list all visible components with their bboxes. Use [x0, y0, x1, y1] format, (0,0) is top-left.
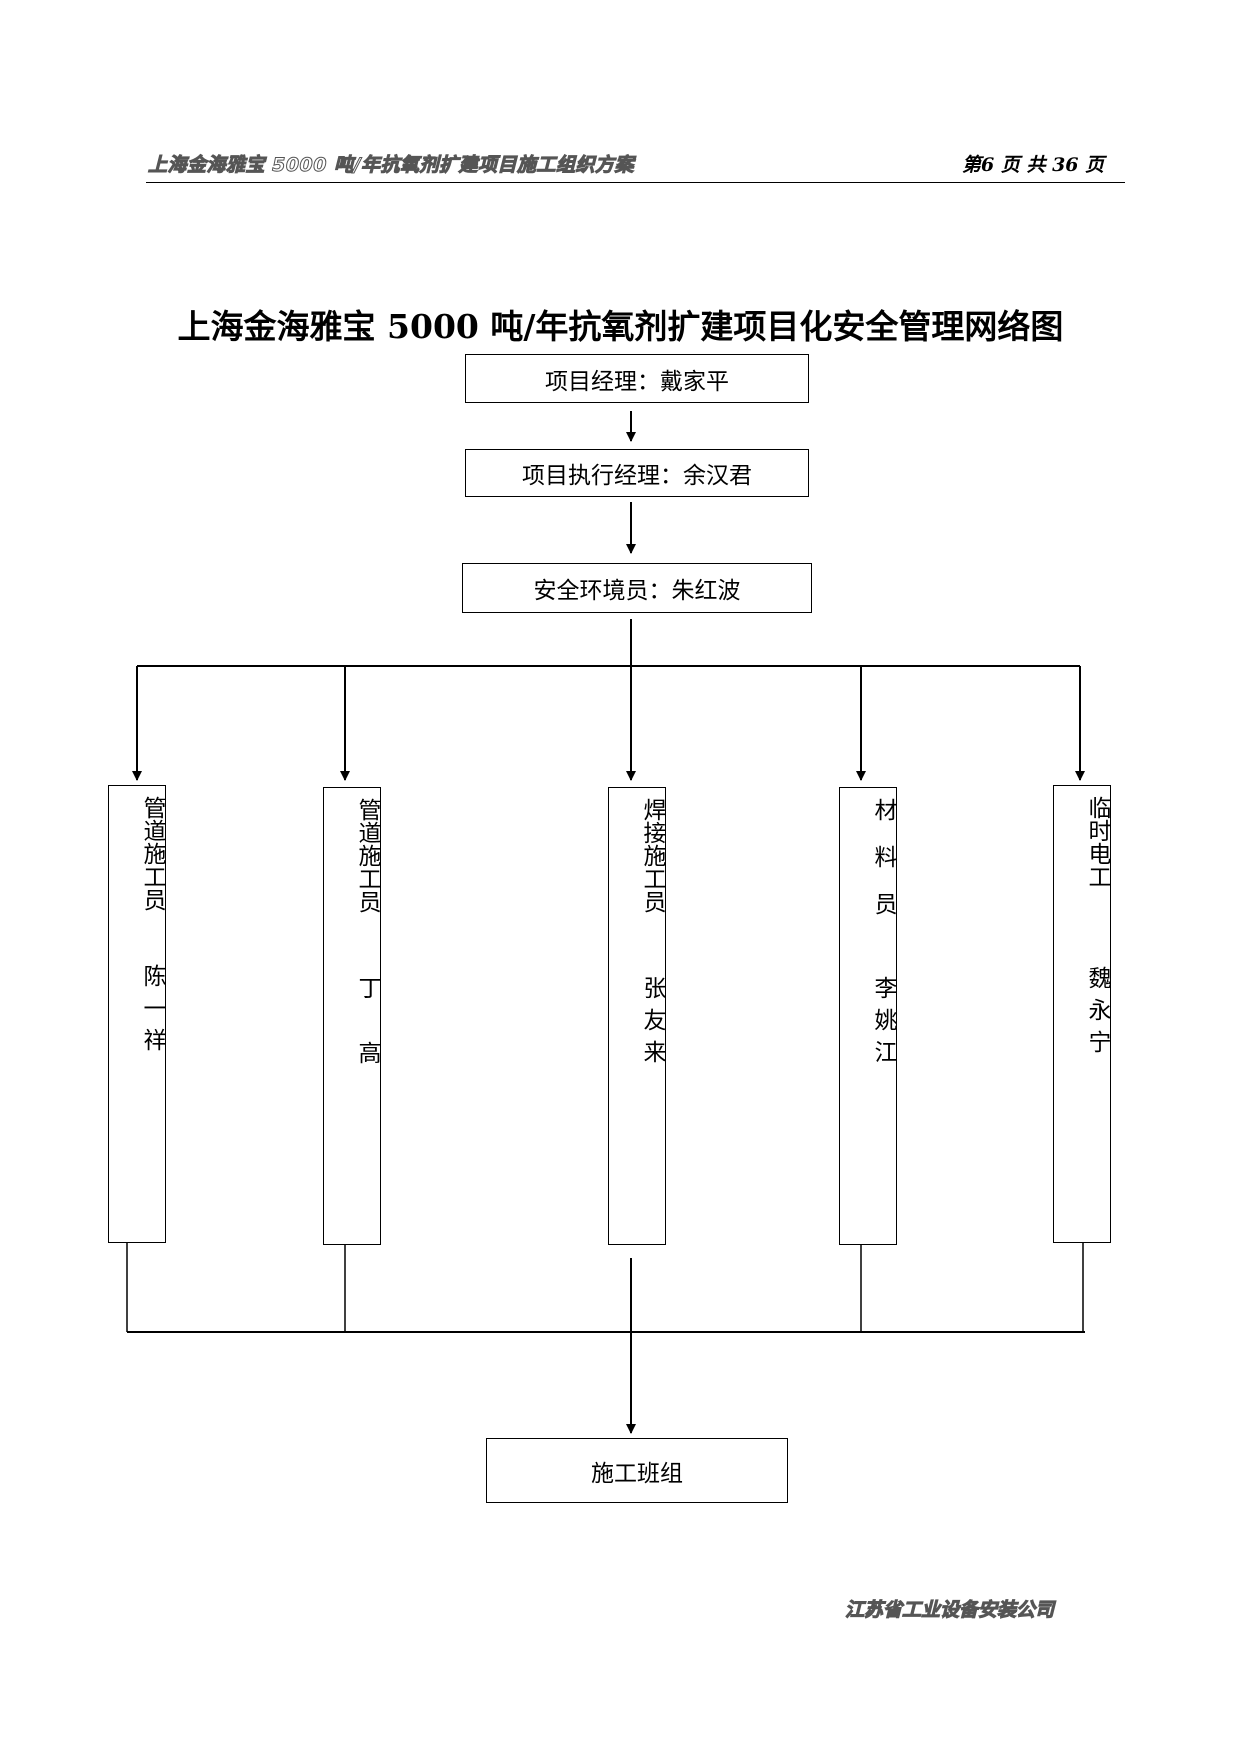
construction-team-label: 施工班组 [591, 1460, 683, 1487]
construction-team-box: 施工班组 [486, 1438, 788, 1503]
role-title: 管道施工员 [354, 798, 380, 913]
role-person-name: 张友来 [639, 976, 665, 1072]
header-document-title: 上海金海雅宝 5000 吨/年抗氧剂扩建项目施工组织方案 [147, 154, 635, 177]
role-box-3: 焊接施工员 张友来 [608, 787, 666, 1245]
diagram-title: 上海金海雅宝 5000 吨/年抗氧剂扩建项目化安全管理网络图 [177, 307, 1064, 346]
role-box-2: 管道施工员 丁高 [323, 787, 381, 1245]
role-person-name: 魏永宁 [1084, 966, 1110, 1062]
role-title: 焊接施工员 [639, 798, 665, 913]
header-divider [146, 182, 1125, 183]
role-box-1: 管道施工员 陈一祥 [108, 785, 166, 1243]
executive-manager-box: 项目执行经理：余汉君 [465, 449, 809, 497]
role-title: 管道施工员 [139, 796, 165, 911]
role-person-name: 李姚江 [870, 976, 896, 1072]
role-person-name: 陈一祥 [139, 964, 165, 1060]
safety-officer-box: 安全环境员：朱红波 [462, 563, 812, 613]
role-person-name: 丁高 [354, 976, 380, 1106]
project-manager-box: 项目经理：戴家平 [465, 354, 809, 403]
role-title: 材料员 [870, 798, 896, 939]
role-box-5: 临时电工 魏永宁 [1053, 785, 1111, 1243]
role-title: 临时电工 [1084, 796, 1110, 888]
project-manager-label: 项目经理：戴家平 [545, 368, 729, 395]
executive-manager-label: 项目执行经理：余汉君 [522, 463, 752, 489]
footer-company-name: 江苏省工业设备安装公司 [844, 1599, 1055, 1622]
safety-officer-label: 安全环境员：朱红波 [533, 578, 741, 604]
role-box-4: 材料员 李姚江 [839, 787, 897, 1245]
header-page-info: 第6 页 共 36 页 [962, 154, 1105, 176]
